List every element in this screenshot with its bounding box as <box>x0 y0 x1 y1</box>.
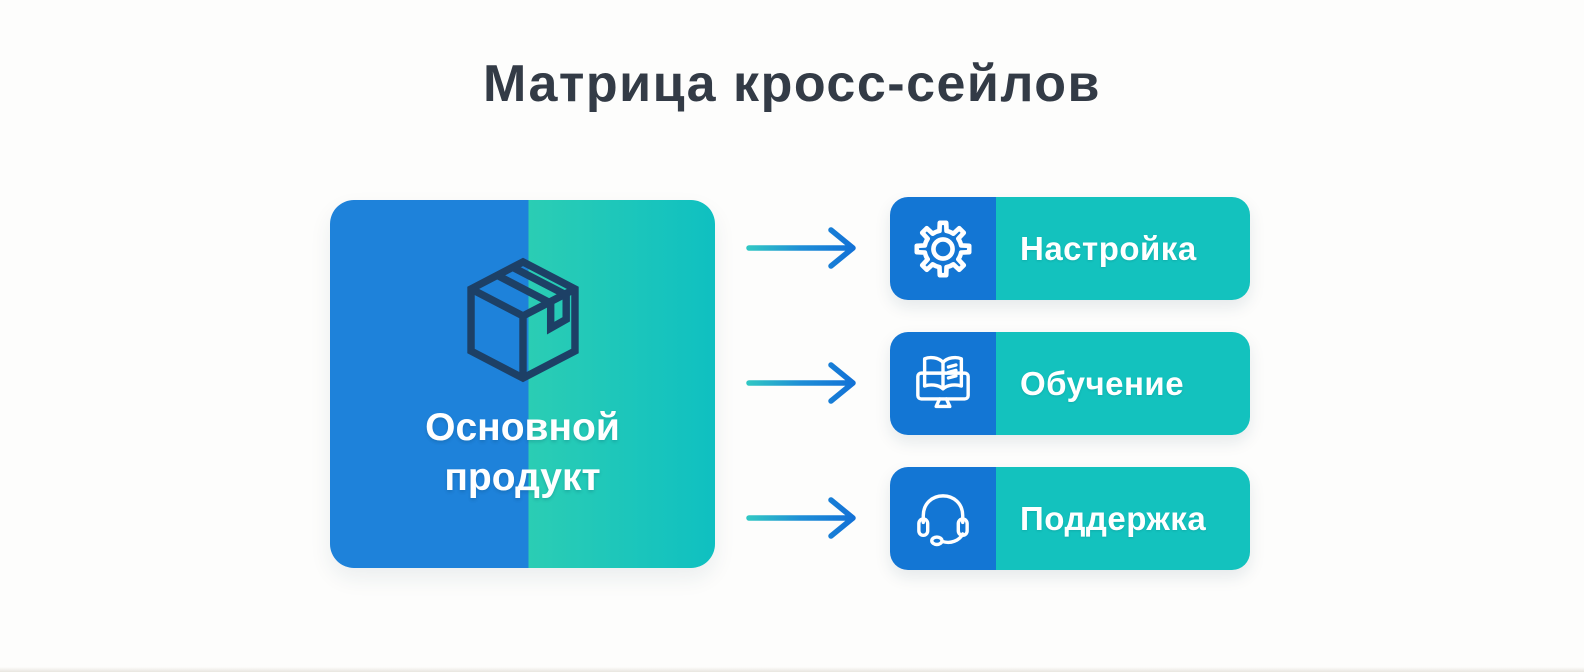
gear-icon <box>914 219 972 278</box>
card-label: Поддержка <box>996 467 1250 570</box>
arrow-right-icon <box>746 497 856 539</box>
card-icon-cell <box>890 332 996 435</box>
arrow-right-icon <box>746 362 856 404</box>
card-icon-cell <box>890 197 996 300</box>
elearning-book-icon <box>916 355 970 408</box>
main-product-label-line1: Основной <box>425 406 620 449</box>
package-icon <box>466 257 579 383</box>
headset-icon <box>917 493 969 546</box>
main-product-card: Основной продукт <box>330 200 715 568</box>
page-title: Матрица кросс-сейлов <box>483 55 1101 113</box>
page-bottom-edge <box>0 667 1584 672</box>
cross-sell-card-support: Поддержка <box>890 467 1250 570</box>
arrow-right-icon <box>746 227 856 269</box>
card-label: Обучение <box>996 332 1250 435</box>
main-product-label: Основной продукт <box>330 403 715 503</box>
card-label: Настройка <box>996 197 1250 300</box>
cross-sell-card-setup: Настройка <box>890 197 1250 300</box>
cross-sell-card-training: Обучение <box>890 332 1250 435</box>
card-icon-cell <box>890 467 996 570</box>
main-product-label-line2: продукт <box>444 456 601 499</box>
